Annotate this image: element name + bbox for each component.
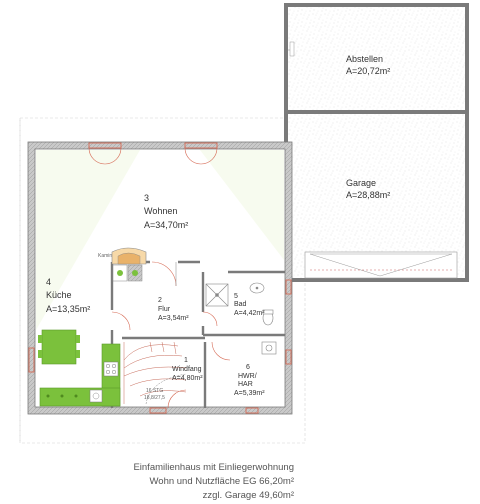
staircase <box>123 341 187 405</box>
room-name: Windfang <box>172 366 202 373</box>
caption-line-1: Einfamilienhaus mit Einliegerwohnung <box>133 462 294 473</box>
room-number: 6 <box>246 364 250 371</box>
room-name: Wohnen <box>144 206 177 216</box>
kamin-fireplace <box>111 247 147 282</box>
room-area: A=20,72m² <box>346 66 390 76</box>
room-area: A=13,35m² <box>46 304 90 314</box>
stair-label-steps: 16 STG <box>146 388 163 394</box>
room-area: A=5,39m² <box>234 390 265 397</box>
windows <box>28 142 292 414</box>
kamin-label: Kamin <box>98 253 112 259</box>
room-area: A=4,80m² <box>172 375 203 382</box>
room-label-kueche: 4 Küche A=13,35m² <box>46 277 90 314</box>
room-name: Flur <box>158 306 171 313</box>
door-swings <box>88 147 231 409</box>
room-label-flur: 2 Flur A=3,54m² <box>158 297 189 322</box>
room-label-bad: 5 Bad A=4,42m² <box>234 293 265 317</box>
room-label-garage: Garage A=28,88m² <box>346 178 390 200</box>
room-label-wohnen: 3 Wohnen A=34,70m² <box>144 193 188 230</box>
room-name: Küche <box>46 290 72 300</box>
room-number: 1 <box>184 357 188 364</box>
room-area: A=3,54m² <box>158 315 189 322</box>
room-name: Bad <box>234 301 247 308</box>
stair-label-dims: 18,8/27,5 <box>144 395 165 401</box>
kitchen-furniture <box>38 329 121 407</box>
caption-line-3: zzgl. Garage 49,60m² <box>202 490 294 501</box>
room-name: Abstellen <box>346 54 383 64</box>
house-walls <box>27 141 293 415</box>
room-area: A=4,42m² <box>234 310 265 317</box>
room-area: A=34,70m² <box>144 220 188 230</box>
room-label-hwr: 6 HWR/ HAR A=5,39m² <box>234 364 265 397</box>
room-name: Garage <box>346 178 376 188</box>
room-number: 3 <box>144 193 149 203</box>
room-number: 2 <box>158 297 162 304</box>
caption-line-2: Wohn und Nutzfläche EG 66,20m² <box>149 476 294 487</box>
room-number: 5 <box>234 293 238 300</box>
room-name-line1: HWR/ <box>238 373 257 380</box>
room-label-abstellen: Abstellen A=20,72m² <box>346 54 390 76</box>
hwr-fixture <box>261 341 277 355</box>
bathroom-fixtures <box>205 282 274 326</box>
room-name-line2: HAR <box>238 381 253 388</box>
garage-building <box>284 3 469 282</box>
room-label-windfang: 1 Windfang A=4,80m² <box>172 357 203 382</box>
room-area: A=28,88m² <box>346 190 390 200</box>
room-number: 4 <box>46 277 51 287</box>
